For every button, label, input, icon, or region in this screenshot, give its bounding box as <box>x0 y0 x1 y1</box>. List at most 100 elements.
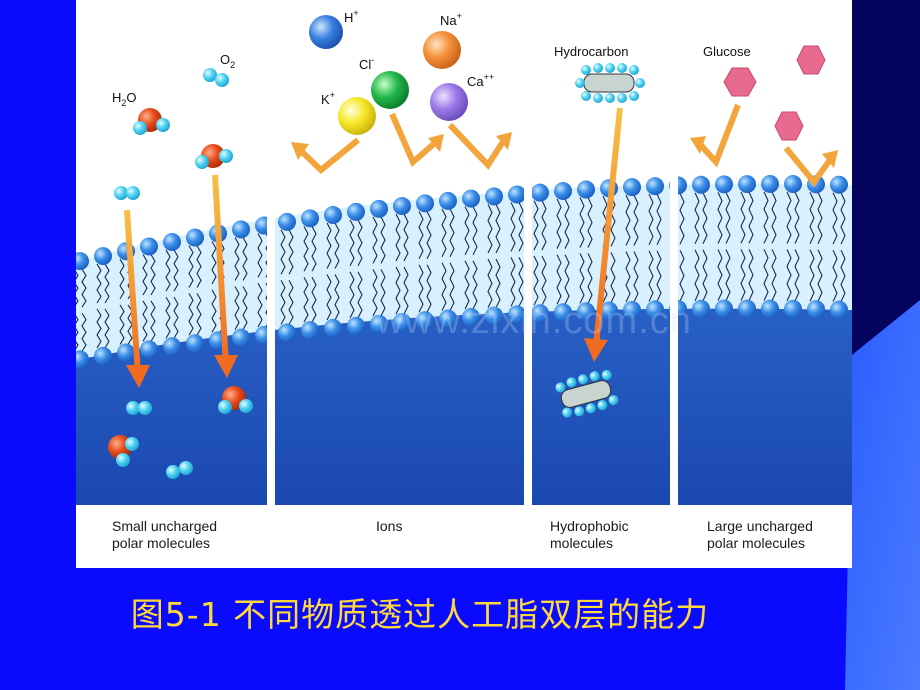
phospholipid-head <box>462 189 480 208</box>
lipid-tail <box>219 241 225 285</box>
phospholipid-head <box>784 175 802 194</box>
lipid-tail <box>579 253 585 304</box>
lipid-tail <box>633 194 639 246</box>
diffusion-arrow <box>212 174 238 378</box>
lipid-tail <box>748 249 754 301</box>
phospholipid-head <box>623 178 641 197</box>
phospholipid-head <box>94 346 112 365</box>
lipid-tail <box>234 237 240 281</box>
lipid-tail <box>211 289 217 333</box>
lipid-tail <box>625 251 631 303</box>
calcium-ion <box>430 83 468 121</box>
oxygen-molecule-inside <box>166 461 193 479</box>
lipid-tail <box>441 262 447 311</box>
phospholipid-head <box>692 299 710 318</box>
lipid-tail <box>771 191 777 244</box>
lipid-tail <box>464 206 470 256</box>
glucose-molecule <box>774 111 804 141</box>
panel-label-ions: Ions <box>376 518 403 534</box>
lipid-tail <box>357 271 363 319</box>
phospholipid-head <box>646 177 664 196</box>
lipid-tail <box>96 263 102 304</box>
lipid-tail <box>395 213 401 262</box>
phospholipid-head <box>807 300 825 319</box>
phospholipid-head <box>347 202 365 221</box>
lipid-tail <box>280 279 286 325</box>
lipid-tail <box>717 249 723 301</box>
bounce-arrow <box>695 103 741 168</box>
lipid-tail <box>81 312 87 352</box>
lipid-tail <box>518 257 524 307</box>
bounce-arrow <box>389 112 438 167</box>
lipid-tail <box>648 193 654 246</box>
lipid-tail <box>809 249 815 302</box>
lipid-tail <box>656 193 662 246</box>
phospholipid-head <box>784 299 802 318</box>
water-molecule-outside <box>133 108 170 135</box>
phospholipid-head <box>462 308 480 327</box>
lipid-tail <box>633 251 639 303</box>
oxygen-molecule-outside <box>203 68 229 87</box>
lipid-tail <box>449 208 455 257</box>
lipid-tail <box>541 200 547 251</box>
phospholipid-head <box>94 247 112 266</box>
lipid-tail <box>786 249 792 302</box>
phospholipid-head <box>738 299 756 318</box>
glucose-label: Glucose <box>703 44 751 59</box>
bounce-arrow <box>783 146 833 187</box>
phospholipid-head <box>76 252 89 271</box>
calcium-ion-label: Ca++ <box>467 72 495 89</box>
lipid-tail <box>142 300 148 342</box>
lipid-tail <box>679 193 685 245</box>
lipid-tail <box>740 191 746 244</box>
lipid-tail <box>196 245 202 288</box>
lipid-tail <box>288 229 294 275</box>
phospholipid-head <box>830 175 848 194</box>
lipid-tail <box>334 222 340 269</box>
oxygen-molecule-outside <box>114 186 140 200</box>
lipid-tail <box>702 249 708 301</box>
lipid-tail <box>472 206 478 256</box>
phospholipid-head <box>761 174 779 193</box>
lipid-tail <box>487 204 493 254</box>
lipid-tail <box>173 249 179 292</box>
lipid-tail <box>579 197 585 248</box>
lipid-tail <box>518 202 524 252</box>
lipid-tail <box>234 286 240 330</box>
lipid-tail <box>740 249 746 301</box>
lipid-tail <box>76 271 79 306</box>
lipid-tail <box>610 196 616 247</box>
potassium-ion <box>338 97 376 135</box>
panel-divider <box>524 170 532 510</box>
lipid-tail <box>403 213 409 262</box>
membrane-figure: www.zixin.com.cn H2O O2 H+ Cl- Na+ K+ Ca… <box>76 0 852 568</box>
lipid-tail <box>794 191 800 244</box>
lipid-tail <box>786 191 792 244</box>
lipid-tail <box>809 192 815 244</box>
lipid-tail <box>142 254 148 296</box>
phospholipid-head <box>692 175 710 194</box>
phospholipid-head <box>738 175 756 194</box>
lipid-tail <box>188 293 194 336</box>
lipid-tail <box>104 308 110 349</box>
lipid-tail <box>165 296 171 339</box>
lipid-tail <box>326 222 332 269</box>
phospholipid-head <box>554 182 572 201</box>
lipid-tail <box>587 197 593 248</box>
lipid-tail <box>625 194 631 246</box>
lipid-tail <box>242 286 248 330</box>
lipid-tail <box>840 249 846 302</box>
phospholipid-head <box>531 183 549 202</box>
bounce-arrow <box>295 137 360 174</box>
lipid-tail <box>510 257 516 307</box>
phospholipid-head <box>232 328 250 347</box>
corner-light-shape <box>845 300 920 690</box>
phospholipid-head <box>324 318 342 337</box>
lipid-tail <box>533 255 539 306</box>
lipid-tail <box>556 254 562 305</box>
lipid-tail <box>702 192 708 245</box>
phospholipid-head <box>761 299 779 318</box>
lipid-tail <box>794 249 800 302</box>
phospholipid-head <box>117 343 135 362</box>
